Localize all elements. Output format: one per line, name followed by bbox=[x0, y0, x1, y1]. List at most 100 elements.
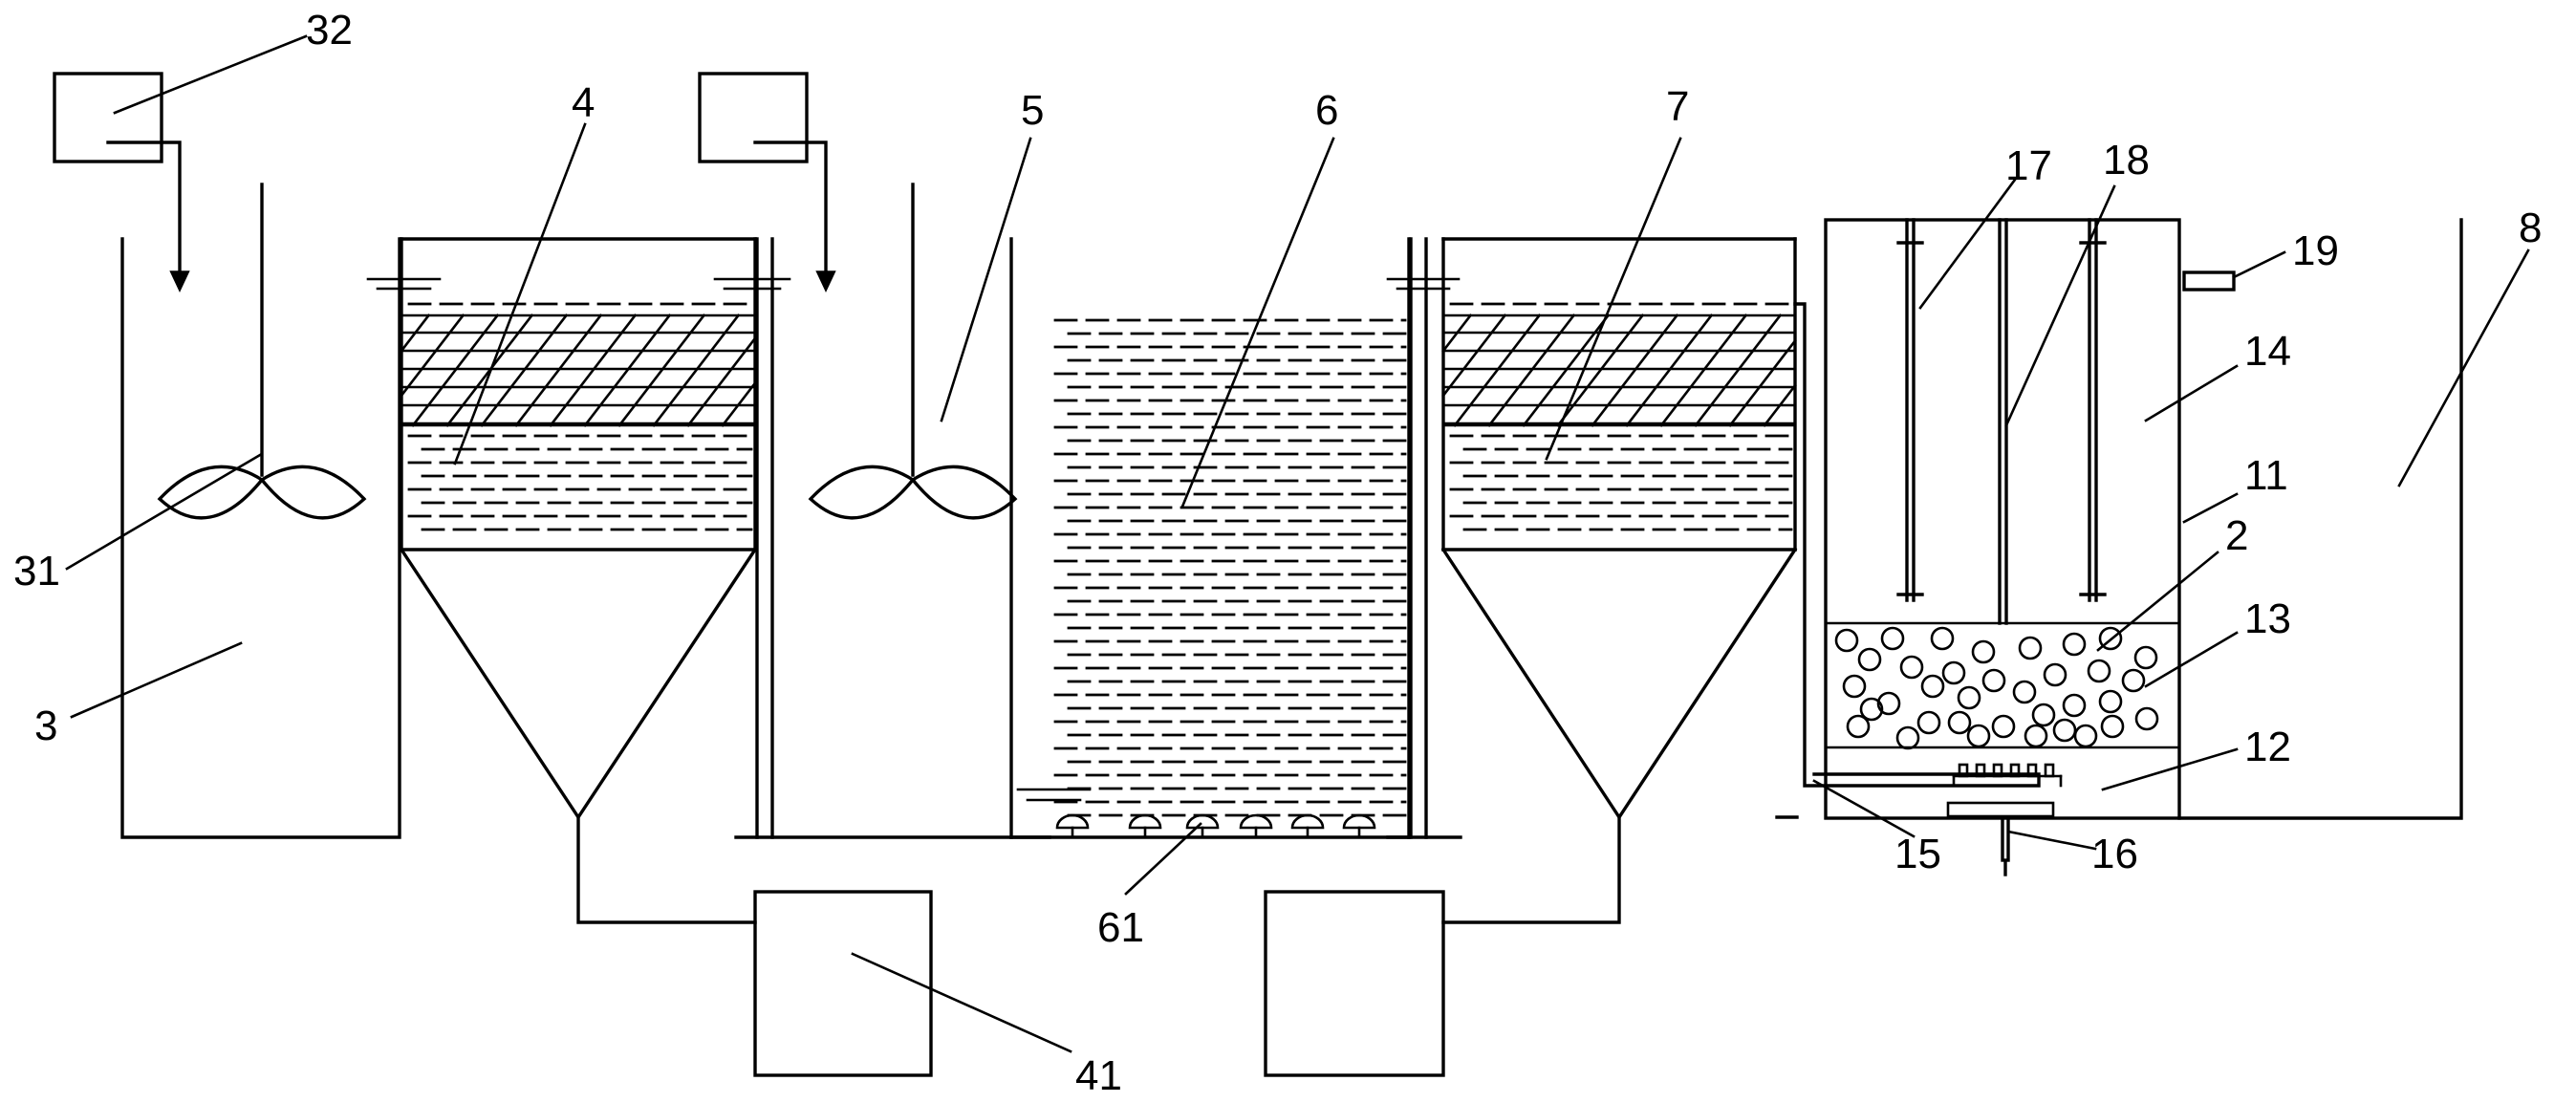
label-14: 14 bbox=[2244, 328, 2291, 375]
label-11: 11 bbox=[2244, 452, 2288, 499]
plate-line bbox=[1659, 314, 1748, 427]
plate-line bbox=[1453, 314, 1542, 427]
plate-line bbox=[400, 314, 431, 353]
media-particle bbox=[1981, 668, 2006, 693]
inclined-plate-pack-7 bbox=[1441, 302, 1797, 427]
label-19: 19 bbox=[2292, 227, 2339, 274]
plate-line bbox=[1591, 314, 1679, 427]
callout-labels: 32 4 5 6 7 17 18 19 8 14 11 2 13 12 31 3… bbox=[13, 7, 2542, 1099]
water-level-mark-7 bbox=[1386, 277, 1461, 291]
label-18: 18 bbox=[2103, 137, 2150, 184]
media-particle bbox=[1941, 660, 1966, 685]
electrode-rod-17-left bbox=[1896, 218, 1924, 602]
plate-line bbox=[480, 314, 569, 427]
plate-line bbox=[400, 314, 465, 398]
plate-line bbox=[549, 314, 638, 427]
media-particle bbox=[2098, 689, 2123, 714]
dosing-box-32 bbox=[53, 72, 190, 292]
media-particle bbox=[1899, 655, 1924, 680]
plate-line bbox=[514, 314, 603, 427]
partition-wall-4-5 bbox=[734, 237, 1051, 839]
plate-line bbox=[1728, 338, 1797, 427]
diffuser-head bbox=[1239, 813, 1273, 839]
mixing-tank-3 bbox=[120, 237, 401, 839]
water-level-mark-left bbox=[366, 277, 442, 291]
plate-line bbox=[1763, 383, 1797, 427]
media-particle bbox=[2098, 626, 2123, 651]
electrode-plate-18 bbox=[1998, 218, 2008, 625]
plate-line bbox=[1441, 314, 1507, 398]
plate-line bbox=[652, 314, 741, 427]
label-41: 41 bbox=[1075, 1052, 1122, 1099]
label-17: 17 bbox=[2005, 142, 2052, 189]
plate-line bbox=[686, 336, 757, 427]
plate-line bbox=[1556, 314, 1645, 427]
media-particle bbox=[2100, 714, 2125, 739]
media-particle bbox=[1876, 691, 1901, 716]
media-particle bbox=[1947, 710, 1972, 735]
inclined-plate-pack-4 bbox=[400, 302, 757, 427]
label-16: 16 bbox=[2091, 831, 2138, 877]
filter-media-particles-2 bbox=[1834, 626, 2159, 750]
aeration-diffusers-61 bbox=[1055, 813, 1376, 839]
media-particle bbox=[2087, 659, 2111, 683]
label-61: 61 bbox=[1097, 904, 1144, 951]
plate-line bbox=[1522, 314, 1611, 427]
media-particle bbox=[1880, 626, 1905, 651]
plate-line bbox=[1694, 314, 1783, 427]
label-13: 13 bbox=[2244, 595, 2291, 642]
media-particle bbox=[1857, 647, 1882, 672]
media-particle bbox=[1991, 714, 2016, 739]
media-particle bbox=[1966, 724, 1991, 748]
media-particle bbox=[1930, 626, 1955, 651]
media-particle bbox=[1834, 628, 1859, 653]
media-particle bbox=[2024, 724, 2048, 748]
sludge-box-right bbox=[1264, 890, 1445, 1077]
water-level-mark-right bbox=[713, 277, 791, 291]
media-particle bbox=[2012, 680, 2037, 704]
media-particle bbox=[1895, 725, 1920, 750]
label-15: 15 bbox=[1894, 831, 1941, 877]
diffuser-head bbox=[1128, 813, 1162, 839]
water-zone-7 bbox=[1449, 434, 1793, 531]
clear-water-tank-8 bbox=[2177, 218, 2463, 820]
media-particle bbox=[1916, 710, 1941, 735]
air-distributor-16 bbox=[1946, 763, 2063, 876]
media-particle bbox=[2043, 662, 2067, 687]
label-8: 8 bbox=[2519, 205, 2542, 251]
label-2: 2 bbox=[2225, 512, 2248, 559]
diffuser-head bbox=[1055, 813, 1090, 839]
media-particle bbox=[2133, 645, 2158, 670]
label-12: 12 bbox=[2244, 724, 2291, 770]
label-32: 32 bbox=[306, 7, 353, 54]
label-5: 5 bbox=[1021, 87, 1044, 134]
leader-lines bbox=[65, 34, 2530, 1053]
label-3: 3 bbox=[34, 703, 57, 749]
diffuser-head bbox=[1290, 813, 1325, 839]
media-particle bbox=[2134, 706, 2159, 731]
plate-line bbox=[1625, 314, 1714, 427]
plate-line bbox=[617, 314, 706, 427]
electrode-rod-17-right bbox=[2079, 218, 2107, 602]
diffuser-head bbox=[1185, 813, 1220, 839]
water-level-mark-6 bbox=[1016, 788, 1092, 802]
media-particle bbox=[2062, 693, 2087, 718]
media-particle bbox=[1920, 674, 1945, 699]
settling-tank-4 bbox=[399, 237, 758, 924]
settling-tank-7 bbox=[1440, 237, 1798, 924]
plate-line bbox=[1441, 314, 1473, 353]
dosing-box-5 bbox=[698, 72, 836, 292]
media-particle bbox=[2052, 718, 2077, 743]
plate-line bbox=[1487, 314, 1576, 427]
sludge-box-41 bbox=[753, 890, 933, 1077]
media-particle bbox=[1971, 639, 1996, 664]
label-6: 6 bbox=[1315, 87, 1338, 134]
filter-tank-11 bbox=[1824, 218, 2181, 820]
plate-line bbox=[721, 380, 757, 427]
stirrer-31 bbox=[157, 183, 367, 520]
baffle-6-7 bbox=[1386, 237, 1462, 839]
media-particle bbox=[2018, 636, 2043, 660]
label-7: 7 bbox=[1666, 83, 1689, 130]
media-particle bbox=[1846, 714, 1871, 739]
